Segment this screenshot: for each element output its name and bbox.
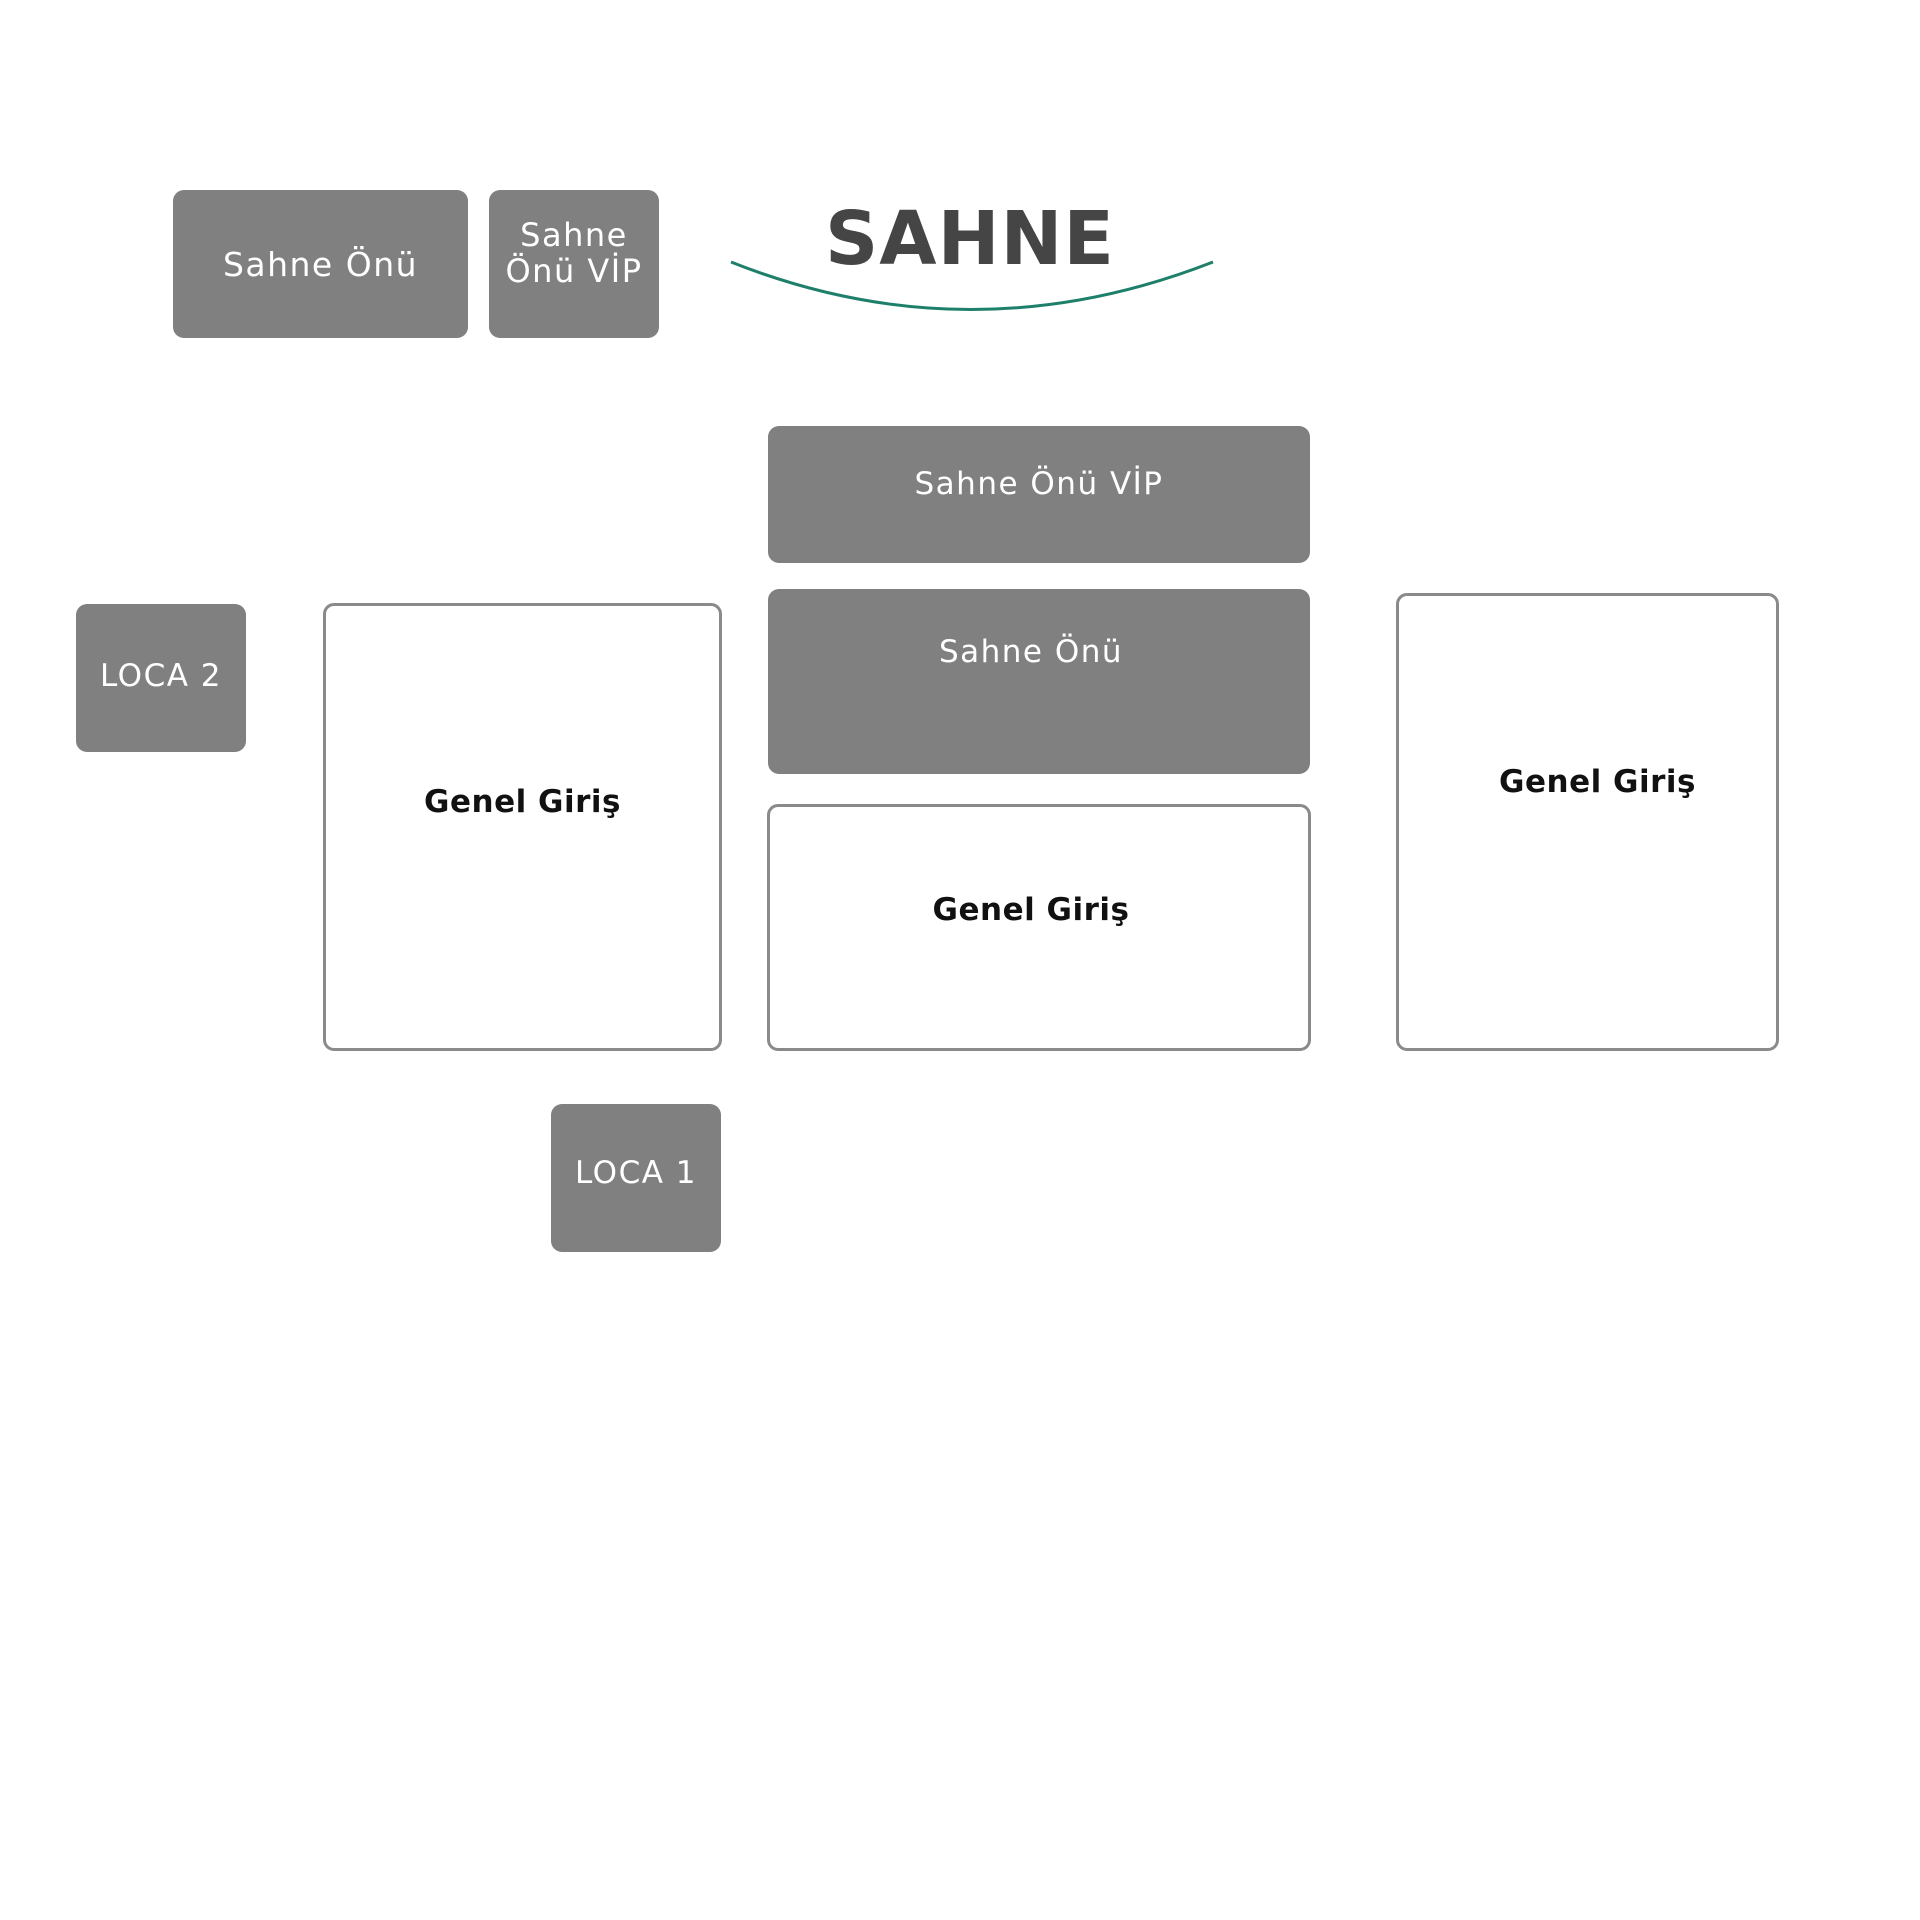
- section-sahne-onu[interactable]: Sahne Önü: [768, 589, 1310, 774]
- section-loca-1[interactable]: LOCA 1: [551, 1104, 721, 1252]
- legend-sahne-onu-vip-label: Sahne Önü VİP: [505, 216, 643, 290]
- section-genel-giris-left-label: Genel Giriş: [424, 784, 621, 820]
- section-loca-2[interactable]: LOCA 2: [76, 604, 246, 752]
- legend-sahne-onu[interactable]: Sahne Önü: [173, 190, 468, 338]
- legend-sahne-onu-vip[interactable]: Sahne Önü VİP: [489, 190, 659, 338]
- legend-sahne-onu-label: Sahne Önü: [222, 244, 419, 284]
- section-sahne-onu-vip[interactable]: Sahne Önü VİP: [768, 426, 1310, 563]
- section-sahne-onu-vip-label: Sahne Önü VİP: [914, 465, 1164, 502]
- section-genel-giris-right[interactable]: Genel Giriş: [1396, 593, 1779, 1051]
- section-genel-giris-center-label: Genel Giriş: [932, 891, 1130, 928]
- section-loca-1-label: LOCA 1: [575, 1155, 697, 1191]
- section-genel-giris-right-label: Genel Giriş: [1499, 764, 1696, 800]
- section-genel-giris-left[interactable]: Genel Giriş: [323, 603, 722, 1051]
- section-genel-giris-center[interactable]: Genel Giriş: [767, 804, 1311, 1051]
- section-sahne-onu-label: Sahne Önü: [938, 633, 1124, 670]
- section-loca-2-label: LOCA 2: [100, 658, 222, 694]
- stage-title: SAHNE: [825, 196, 1115, 282]
